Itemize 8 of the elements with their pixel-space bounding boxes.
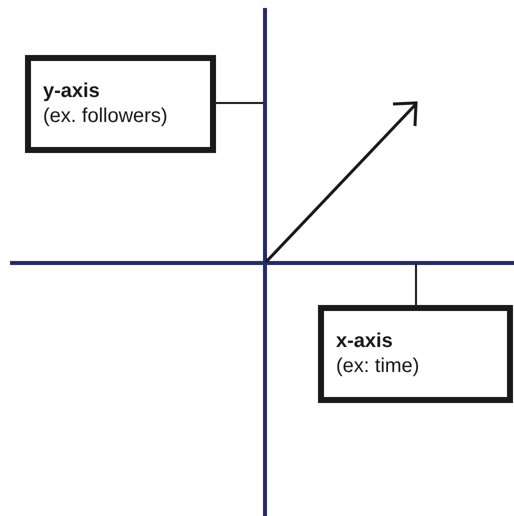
leader-line: [415, 264, 417, 305]
leader-line: [216, 102, 263, 104]
axis-example: (ex. followers): [43, 104, 168, 129]
label-box: [25, 55, 216, 153]
label-box: [318, 305, 513, 403]
axis-name: y-axis: [43, 79, 101, 104]
axis-name: x-axis: [336, 329, 394, 354]
axis-example: (ex: time): [336, 354, 420, 379]
